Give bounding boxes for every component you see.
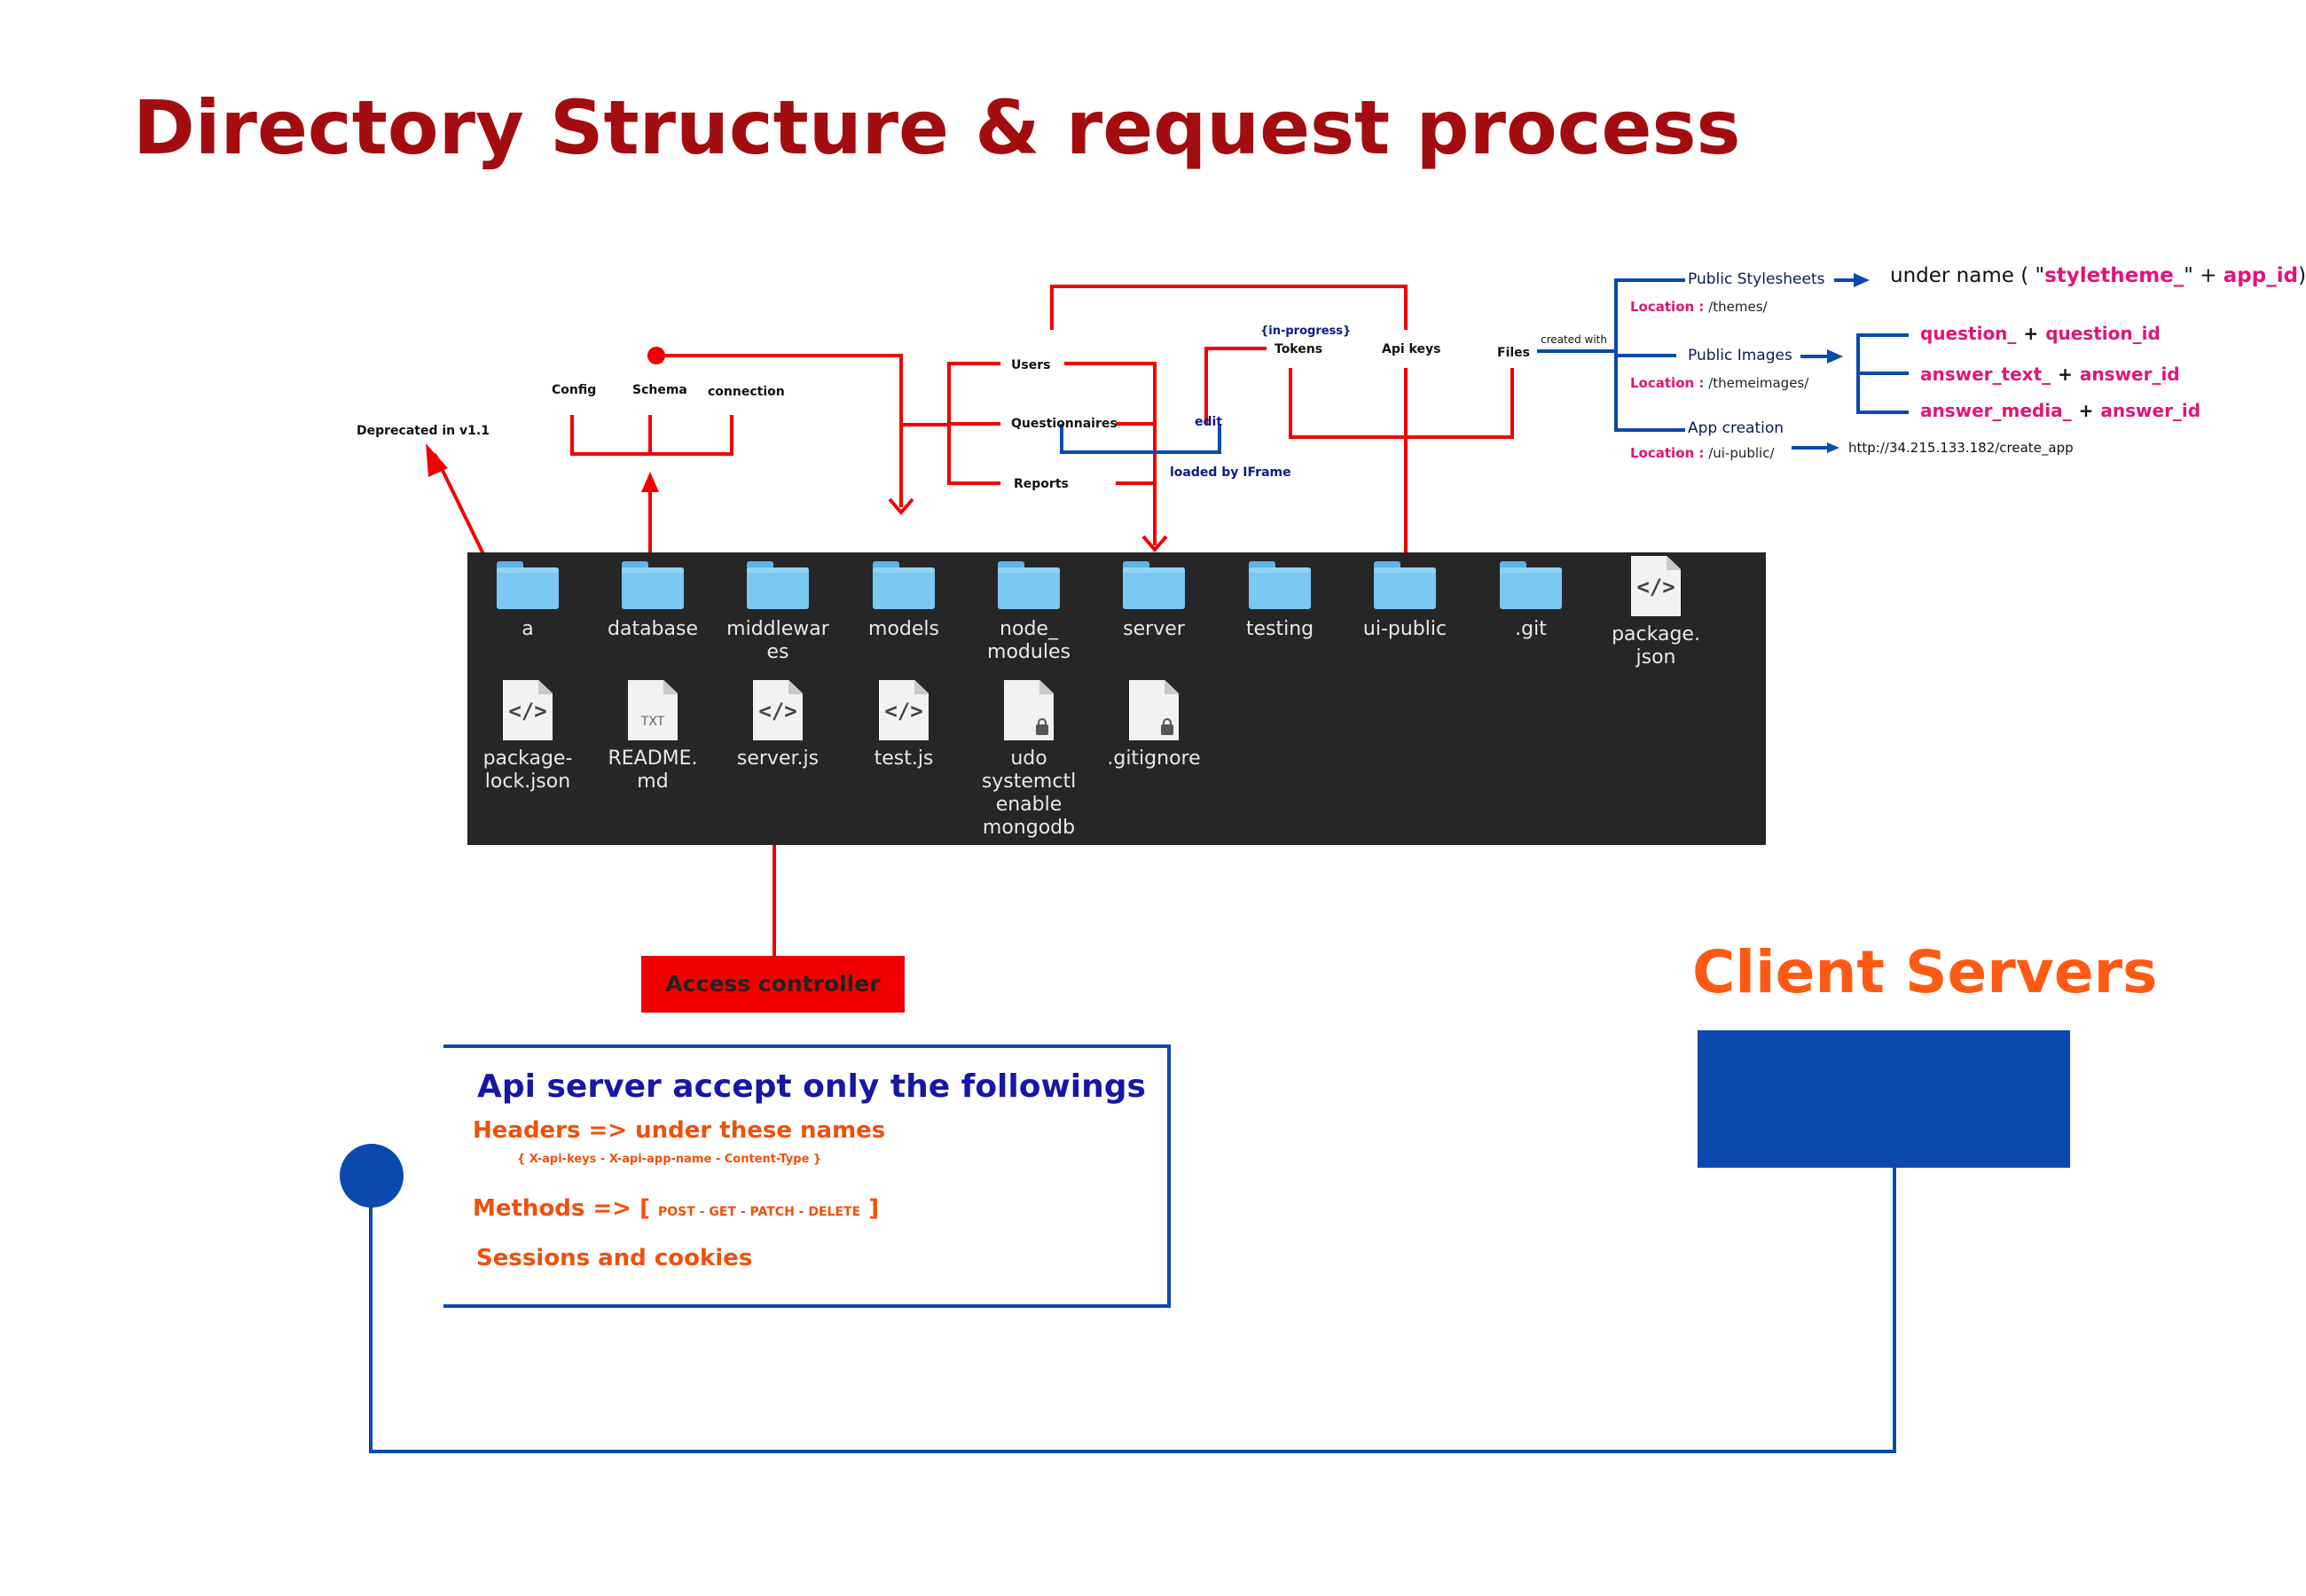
file-udo-systemctl[interactable]: udo systemctl enable mongodb: [971, 677, 1086, 840]
in-progress-label: {in-progress}: [1260, 325, 1352, 338]
locked-file-icon: [1129, 680, 1179, 740]
sessions-label: Sessions and cookies: [476, 1245, 753, 1271]
item-label: testing: [1245, 618, 1314, 640]
file-explorer: a database middlewar es models node_ mod…: [467, 552, 1766, 845]
users-label: Users: [1011, 358, 1051, 372]
tokens-label: Tokens: [1275, 342, 1323, 356]
stylesheets-location: Location : /themes/: [1630, 299, 1768, 315]
access-controller-box: Access controller: [641, 956, 905, 1013]
image-name-answer-text: answer_text_+answer_id: [1920, 364, 2180, 385]
file-gitignore[interactable]: .gitignore: [1096, 677, 1212, 771]
config-label: Config: [552, 383, 597, 397]
item-label: .gitignore: [1107, 747, 1201, 770]
folder-icon: [1249, 561, 1311, 609]
folder-icon: [1123, 561, 1185, 609]
questionnaires-label: Questionnaires: [1011, 417, 1118, 431]
connector-dot: [340, 1144, 404, 1208]
stylesheet-naming: under name ( "styletheme_" + app_id): [1890, 264, 2306, 287]
item-label: node_ modules: [987, 618, 1071, 663]
folder-icon: [1500, 561, 1562, 609]
code-file-icon: </>: [879, 680, 929, 740]
folder-icon: [998, 561, 1060, 609]
folder-icon: [622, 561, 684, 609]
api-box-title: Api server accept only the followings: [477, 1068, 1146, 1105]
folder-ui-public[interactable]: ui-public: [1347, 552, 1463, 641]
code-file-icon: </>: [753, 680, 803, 740]
item-label: .git: [1515, 618, 1547, 640]
item-label: models: [868, 618, 939, 640]
item-label: a: [522, 618, 534, 640]
item-label: udo systemctl enable mongodb: [981, 747, 1077, 839]
created-with-label: created with: [1541, 333, 1607, 346]
file-server-js[interactable]: </> server.js: [720, 677, 835, 771]
folder-icon: [497, 561, 559, 609]
folder-icon: [747, 561, 809, 609]
page-title: Directory Structure & request process: [133, 84, 1741, 171]
item-label: middlewar es: [726, 618, 829, 663]
edit-label: edit: [1195, 415, 1223, 429]
app-creation-label: App creation: [1688, 419, 1784, 437]
methods-label: Methods => [ POST - GET - PATCH - DELETE…: [473, 1195, 880, 1222]
folder-git[interactable]: .git: [1473, 552, 1588, 641]
api-keys-label: Api keys: [1382, 342, 1441, 356]
file-package-json[interactable]: </> package. json: [1598, 552, 1714, 669]
loaded-by-iframe-label: loaded by IFrame: [1170, 466, 1291, 480]
item-label: package. json: [1612, 623, 1700, 669]
create-app-url: http://34.215.133.182/create_app: [1848, 440, 2074, 456]
headers-list: { X-api-keys - X-api-app-name - Content-…: [517, 1153, 822, 1166]
folder-server[interactable]: server: [1096, 552, 1212, 641]
schema-label: Schema: [632, 383, 687, 397]
files-label: Files: [1497, 346, 1530, 360]
locked-file-icon: [1004, 680, 1054, 740]
client-servers-title: Client Servers: [1692, 938, 2158, 1006]
folder-models[interactable]: models: [846, 552, 961, 641]
folder-icon: [873, 561, 935, 609]
item-label: server.js: [736, 747, 820, 770]
item-label: server: [1123, 618, 1185, 640]
app-location: Location : /ui-public/: [1630, 445, 1775, 461]
client-servers-box: [1698, 1030, 2070, 1168]
file-package-lock-json[interactable]: </> package- lock.json: [470, 677, 585, 794]
folder-icon: [1374, 561, 1436, 609]
code-file-icon: </>: [503, 680, 553, 740]
file-readme-md[interactable]: TXT README. md: [595, 677, 710, 794]
item-label: test.js: [874, 747, 934, 770]
public-images-label: Public Images: [1688, 347, 1792, 364]
item-label: database: [608, 618, 698, 640]
connection-label: connection: [708, 385, 785, 399]
folder-a[interactable]: a: [470, 552, 585, 641]
code-file-icon: </>: [1631, 556, 1681, 616]
item-label: README. md: [608, 747, 698, 793]
item-label: package- lock.json: [482, 747, 573, 793]
public-stylesheets-label: Public Stylesheets: [1688, 270, 1825, 288]
reports-label: Reports: [1014, 477, 1069, 491]
headers-label: Headers => under these names: [473, 1117, 886, 1144]
image-name-question: question_+question_id: [1920, 323, 2161, 344]
image-name-answer-media: answer_media_+answer_id: [1920, 400, 2201, 421]
text-file-icon: TXT: [628, 680, 678, 740]
folder-testing[interactable]: testing: [1222, 552, 1337, 641]
file-test-js[interactable]: </> test.js: [846, 677, 961, 771]
folder-middlewares[interactable]: middlewar es: [720, 552, 835, 664]
folder-database[interactable]: database: [595, 552, 710, 641]
images-location: Location : /themeimages/: [1630, 375, 1809, 391]
folder-node-modules[interactable]: node_ modules: [971, 552, 1086, 664]
deprecated-label: Deprecated in v1.1: [357, 424, 490, 438]
item-label: ui-public: [1362, 618, 1447, 640]
